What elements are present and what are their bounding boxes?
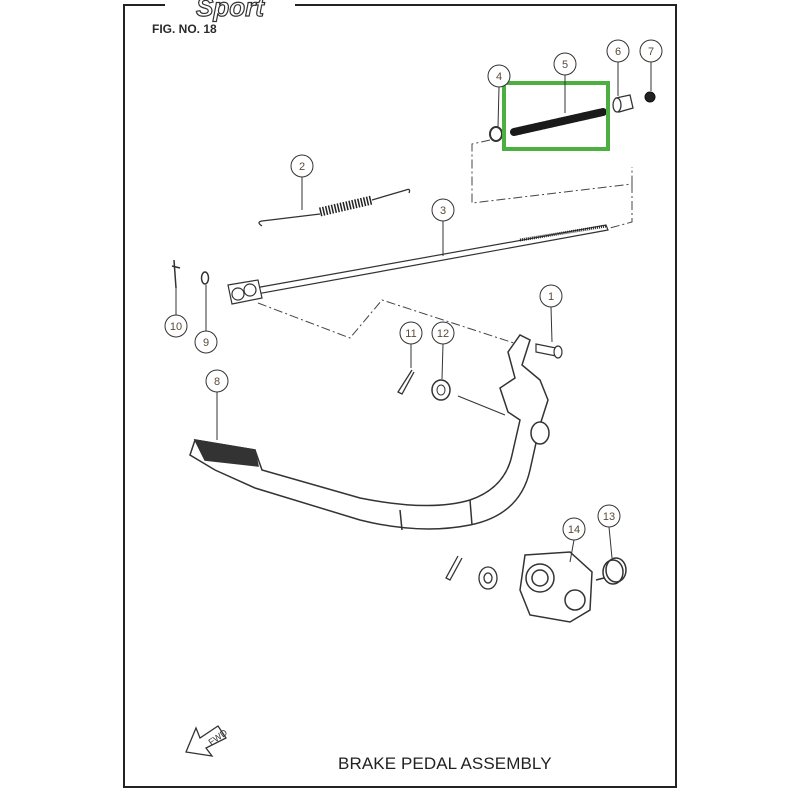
- svg-text:2: 2: [299, 161, 305, 173]
- svg-text:3: 3: [440, 205, 446, 217]
- callout-5: 5: [553, 52, 577, 76]
- part-1-bolt: [535, 343, 563, 359]
- callout-9: 9: [194, 330, 218, 354]
- fwd-arrow: FWD: [185, 725, 230, 757]
- callouts: [175, 62, 652, 563]
- callout-6: 6: [606, 39, 630, 63]
- part-9-washer: [200, 271, 210, 285]
- svg-text:5: 5: [562, 59, 568, 71]
- part-14-pivot-bracket: [519, 551, 593, 623]
- callout-1: 1: [539, 284, 563, 308]
- svg-text:9: 9: [203, 337, 209, 349]
- callout-13: 13: [597, 504, 621, 528]
- svg-text:14: 14: [568, 524, 580, 536]
- callout-3: 3: [431, 198, 455, 222]
- part-2-return-spring: [258, 188, 411, 227]
- svg-text:11: 11: [405, 328, 416, 340]
- callout-7: 7: [639, 39, 663, 63]
- frame-border: [123, 4, 677, 788]
- highlight-box-part-5: [502, 81, 610, 151]
- callout-2: 2: [290, 154, 314, 178]
- sport-logo: Sport: [196, 0, 265, 22]
- svg-text:13: 13: [603, 511, 615, 523]
- callout-10: 10: [164, 314, 188, 338]
- svg-text:7: 7: [648, 46, 654, 58]
- svg-text:FWD: FWD: [207, 727, 230, 747]
- diagram-title: BRAKE PEDAL ASSEMBLY: [338, 754, 552, 773]
- callout-12: 12: [431, 321, 455, 345]
- part-13-torsion-spring: [595, 557, 627, 585]
- part-4-washer: [489, 126, 503, 142]
- part-8-brake-pedal: [189, 334, 550, 531]
- figure-number: FIG. NO. 18: [152, 22, 217, 36]
- part-3-brake-rod: [227, 224, 609, 305]
- part-5-spring: [510, 108, 607, 136]
- part-11-cotter-pin: [397, 369, 415, 395]
- svg-text:10: 10: [170, 321, 182, 333]
- callout-11: 11: [399, 321, 423, 345]
- svg-text:6: 6: [615, 46, 621, 58]
- phantom-lines: [257, 139, 633, 346]
- callout-14: 14: [562, 517, 586, 541]
- callout-4: 4: [487, 64, 511, 88]
- svg-text:4: 4: [496, 71, 502, 83]
- part-7-nut: [644, 91, 656, 103]
- callout-8: 8: [205, 369, 229, 393]
- part-6-bushing: [612, 94, 634, 113]
- svg-text:1: 1: [548, 291, 554, 303]
- lower-pin-washer: [445, 555, 498, 590]
- svg-text:8: 8: [214, 376, 220, 388]
- part-10-pin: [171, 259, 181, 289]
- svg-text:12: 12: [437, 328, 449, 340]
